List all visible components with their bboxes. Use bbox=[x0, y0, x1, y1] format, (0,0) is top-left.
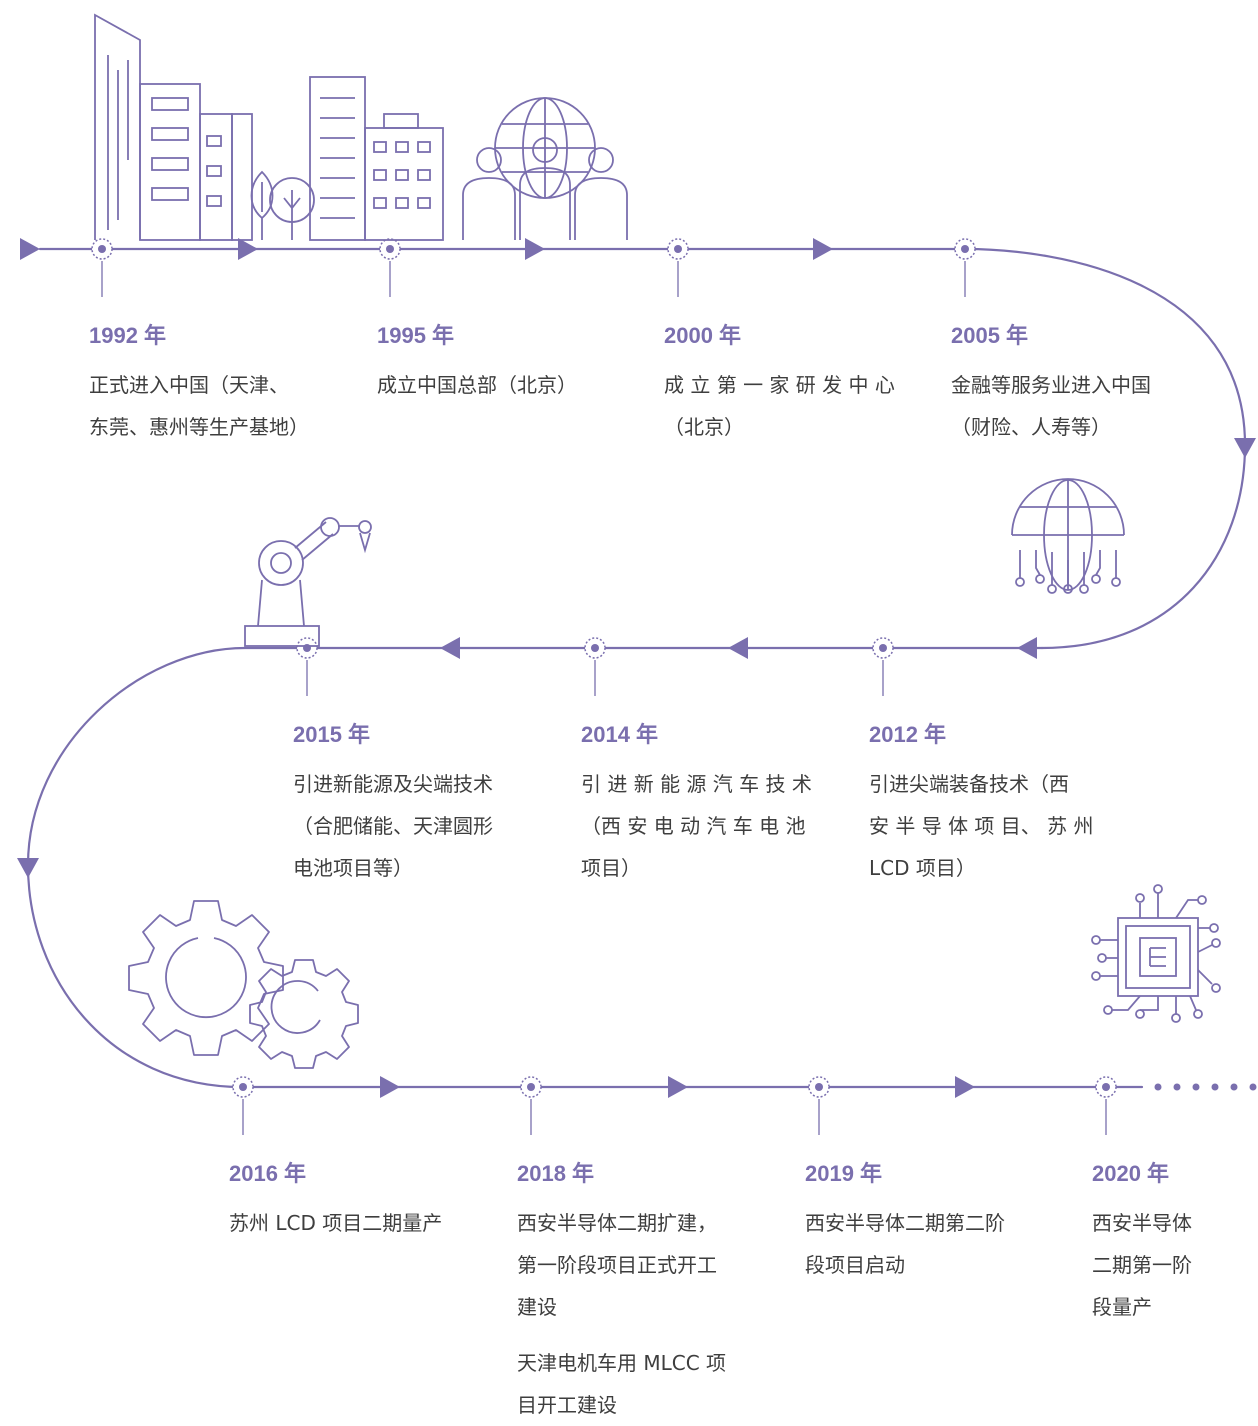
event-description: 西安半导体二期扩建， 第一阶段项目正式开工 建设 bbox=[517, 1211, 717, 1319]
timeline-event-2019: 2019 年 西安半导体二期第二阶 段项目启动 bbox=[805, 1156, 1005, 1286]
arrow-right-marker bbox=[20, 238, 40, 260]
arrow-left-marker bbox=[728, 637, 748, 659]
event-year: 1995 年 bbox=[377, 323, 455, 348]
milestone-node bbox=[667, 238, 689, 297]
gears-icon bbox=[128, 900, 359, 1069]
event-description: 成立中国总部（北京） bbox=[377, 373, 577, 397]
arrow-left-marker bbox=[440, 637, 460, 659]
event-year: 1992 年 bbox=[89, 323, 167, 348]
arrow-right-marker bbox=[525, 238, 545, 260]
robot-arm-icon bbox=[244, 517, 372, 647]
arrow-right-marker bbox=[238, 238, 258, 260]
arrow-down-marker bbox=[17, 858, 39, 878]
event-description-secondary: 天津电机车用 MLCC 项 目开工建设 bbox=[517, 1351, 727, 1417]
milestone-node bbox=[808, 1076, 830, 1135]
timeline-event-2015: 2015 年 引进新能源及尖端技术 （合肥储能、天津圆形 电池项目等） bbox=[293, 717, 493, 889]
timeline-path-row1 bbox=[38, 247, 1247, 650]
event-description: 苏州 LCD 项目二期量产 bbox=[229, 1211, 443, 1235]
timeline-event-2012: 2012 年 引进尖端装备技术（西 安 半 导 体 项 目、 苏 州 LCD 项… bbox=[869, 717, 1094, 889]
event-year: 2015 年 bbox=[293, 722, 371, 747]
arrow-right-marker bbox=[955, 1076, 975, 1098]
arrow-down-marker bbox=[1234, 438, 1256, 458]
event-description: 西安半导体二期第二阶 段项目启动 bbox=[805, 1211, 1005, 1277]
timeline-event-1995: 1995 年 成立中国总部（北京） bbox=[377, 318, 577, 406]
event-year: 2014 年 bbox=[581, 722, 659, 747]
milestone-node bbox=[91, 238, 113, 297]
event-description: 引进尖端装备技术（西 安 半 导 体 项 目、 苏 州 LCD 项目） bbox=[869, 772, 1094, 880]
timeline-event-2014: 2014 年 引 进 新 能 源 汽 车 技 术 （西 安 电 动 汽 车 电 … bbox=[581, 717, 812, 889]
event-description: 正式进入中国（天津、 东莞、惠州等生产基地） bbox=[89, 373, 309, 439]
microchip-icon bbox=[1091, 884, 1221, 1023]
event-year: 2000 年 bbox=[664, 323, 742, 348]
arrow-right-marker bbox=[813, 238, 833, 260]
event-year: 2016 年 bbox=[229, 1161, 307, 1186]
event-year: 2012 年 bbox=[869, 722, 947, 747]
event-description: 金融等服务业进入中国 （财险、人寿等） bbox=[951, 373, 1151, 439]
arrow-right-marker bbox=[668, 1076, 688, 1098]
timeline-event-2018: 2018 年 西安半导体二期扩建， 第一阶段项目正式开工 建设 天津电机车用 M… bbox=[517, 1156, 726, 1426]
milestone-node bbox=[520, 1076, 542, 1135]
milestone-node bbox=[954, 238, 976, 297]
milestone-nodes bbox=[91, 238, 1117, 1135]
arrow-right-marker bbox=[380, 1076, 400, 1098]
event-description: 成 立 第 一 家 研 发 中 心 （北京） bbox=[664, 373, 895, 439]
milestone-node bbox=[872, 637, 894, 696]
milestone-node bbox=[584, 637, 606, 696]
globe-people-icon bbox=[462, 97, 628, 240]
globe-network-icon bbox=[1011, 478, 1125, 594]
timeline-event-2000: 2000 年 成 立 第 一 家 研 发 中 心 （北京） bbox=[664, 318, 895, 448]
milestone-node bbox=[1095, 1076, 1117, 1135]
city-buildings-icon bbox=[94, 13, 444, 241]
event-description: 引进新能源及尖端技术 （合肥储能、天津圆形 电池项目等） bbox=[293, 772, 493, 880]
event-year: 2019 年 bbox=[805, 1161, 883, 1186]
event-year: 2005 年 bbox=[951, 323, 1029, 348]
timeline-event-2016: 2016 年 苏州 LCD 项目二期量产 bbox=[229, 1156, 442, 1244]
event-description: 西安半导体 二期第一阶 段量产 bbox=[1092, 1211, 1192, 1319]
continuation-dots bbox=[1154, 1083, 1257, 1091]
milestone-node bbox=[379, 238, 401, 297]
timeline-event-2005: 2005 年 金融等服务业进入中国 （财险、人寿等） bbox=[951, 318, 1151, 448]
event-year: 2018 年 bbox=[517, 1161, 595, 1186]
timeline-event-1992: 1992 年 正式进入中国（天津、 东莞、惠州等生产基地） bbox=[89, 318, 309, 448]
event-description: 引 进 新 能 源 汽 车 技 术 （西 安 电 动 汽 车 电 池 项目） bbox=[581, 772, 812, 880]
milestone-node bbox=[232, 1076, 254, 1135]
timeline-event-2020: 2020 年 西安半导体 二期第一阶 段量产 bbox=[1092, 1156, 1192, 1328]
event-year: 2020 年 bbox=[1092, 1161, 1170, 1186]
arrow-left-marker bbox=[1017, 637, 1037, 659]
